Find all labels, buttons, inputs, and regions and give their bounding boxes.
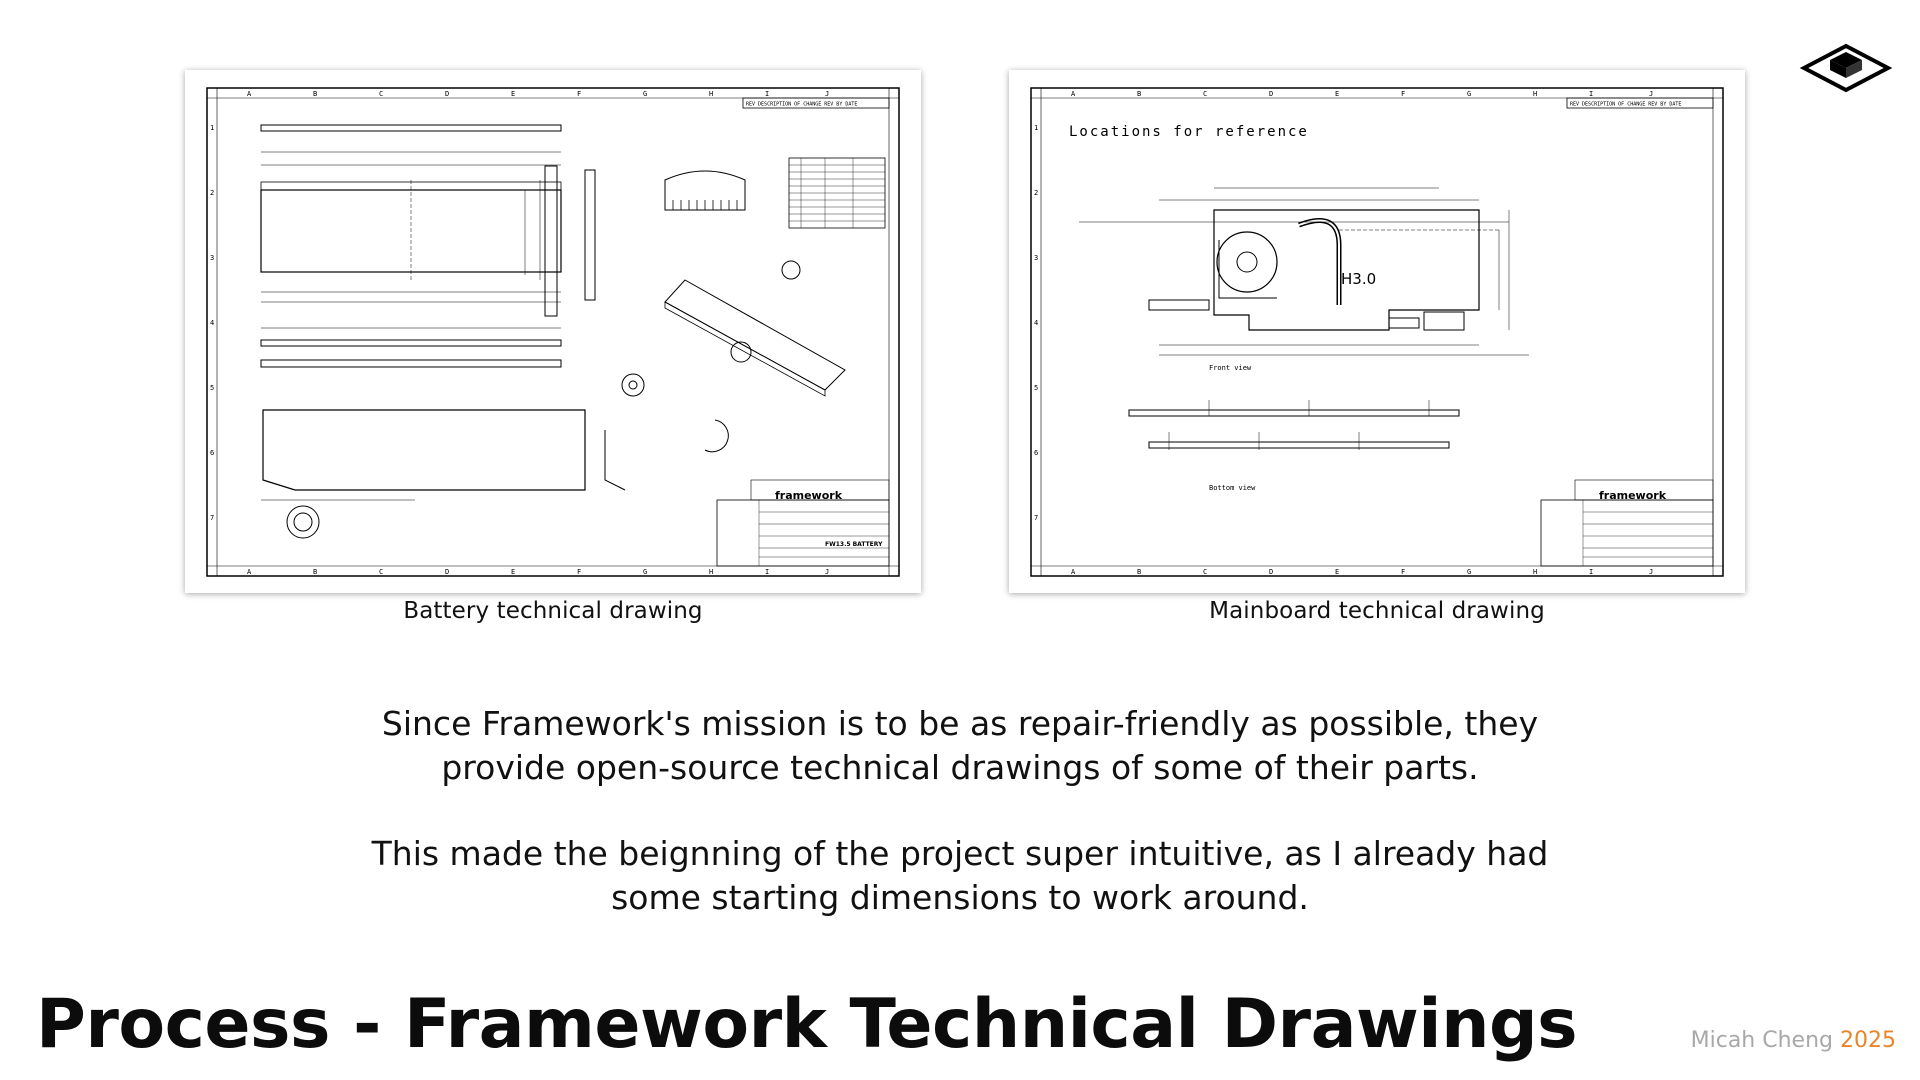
- svg-text:3: 3: [1034, 254, 1038, 262]
- svg-text:Bottom view: Bottom view: [1209, 484, 1256, 492]
- svg-text:D: D: [1269, 568, 1273, 576]
- slide-title: Process - Framework Technical Drawings: [36, 985, 1578, 1064]
- battery-drawing-caption: Battery technical drawing: [403, 598, 703, 624]
- mainboard-drawing-svg: A B C D E F G H I J A B C D E F G H I J 1 2 3 4 5 6 7 REV DESCRI…: [1030, 87, 1724, 577]
- svg-text:E: E: [1335, 90, 1339, 98]
- svg-text:C: C: [1203, 90, 1207, 98]
- mainboard-drawing-image: A B C D E F G H I J A B C D E F G H I J 1 2 3 4 5 6 7 REV DESCRI…: [1009, 70, 1745, 593]
- svg-text:A: A: [247, 568, 252, 576]
- svg-text:C: C: [1203, 568, 1207, 576]
- svg-text:H: H: [709, 90, 713, 98]
- svg-text:I: I: [1589, 568, 1593, 576]
- svg-text:C: C: [379, 568, 383, 576]
- svg-text:C: C: [379, 90, 383, 98]
- svg-text:D: D: [1269, 90, 1273, 98]
- svg-text:framework: framework: [1599, 489, 1667, 502]
- svg-text:6: 6: [210, 449, 214, 457]
- svg-text:D: D: [445, 568, 449, 576]
- mainboard-drawing-caption: Mainboard technical drawing: [1209, 598, 1545, 624]
- svg-text:H3.0: H3.0: [1341, 270, 1376, 288]
- svg-text:H: H: [1533, 568, 1537, 576]
- svg-text:4: 4: [210, 319, 214, 327]
- svg-text:J: J: [1649, 568, 1653, 576]
- body-text: Since Framework's mission is to be as re…: [360, 702, 1560, 962]
- svg-text:I: I: [765, 568, 769, 576]
- box-logo-icon: [1799, 43, 1893, 93]
- svg-text:framework: framework: [775, 489, 843, 502]
- svg-text:F: F: [1401, 568, 1405, 576]
- svg-text:7: 7: [210, 514, 214, 522]
- svg-text:FW13.5 BATTERY: FW13.5 BATTERY: [825, 541, 883, 548]
- battery-drawing-image: A B C D E F G H I J A B C D E F G H I J 1 2 3 4 5 6 7 REV DESCRI…: [185, 70, 921, 593]
- svg-text:D: D: [445, 90, 449, 98]
- svg-text:A: A: [1071, 90, 1076, 98]
- svg-text:5: 5: [1034, 384, 1038, 392]
- svg-text:7: 7: [1034, 514, 1038, 522]
- svg-text:4: 4: [1034, 319, 1038, 327]
- svg-text:3: 3: [210, 254, 214, 262]
- svg-text:I: I: [1589, 90, 1593, 98]
- footer-credit: Micah Cheng 2025: [1691, 1028, 1896, 1053]
- svg-text:6: 6: [1034, 449, 1038, 457]
- svg-text:I: I: [765, 90, 769, 98]
- svg-text:H: H: [709, 568, 713, 576]
- svg-text:1: 1: [1034, 124, 1038, 132]
- svg-text:B: B: [313, 90, 317, 98]
- svg-text:J: J: [1649, 90, 1653, 98]
- svg-text:2: 2: [210, 189, 214, 197]
- svg-text:J: J: [825, 568, 829, 576]
- svg-text:F: F: [577, 568, 581, 576]
- svg-text:A: A: [247, 90, 252, 98]
- svg-text:REV DESCRIPTION OF CHANGE RE: REV DESCRIPTION OF CHANGE REV BY DATE: [746, 102, 857, 108]
- svg-text:F: F: [577, 90, 581, 98]
- footer-author: Micah Cheng: [1690, 1028, 1833, 1053]
- svg-text:G: G: [643, 90, 647, 98]
- footer-year: 2025: [1840, 1028, 1896, 1053]
- svg-text:G: G: [643, 568, 647, 576]
- svg-text:G: G: [1467, 568, 1471, 576]
- svg-text:B: B: [1137, 90, 1141, 98]
- svg-text:A: A: [1071, 568, 1076, 576]
- svg-text:REV DESCRIPTION OF CHANGE RE: REV DESCRIPTION OF CHANGE REV BY DATE: [1570, 102, 1681, 108]
- battery-drawing-svg: A B C D E F G H I J A B C D E F G H I J 1 2 3 4 5 6 7 REV DESCRI…: [206, 87, 900, 577]
- svg-text:H: H: [1533, 90, 1537, 98]
- body-paragraph-1: Since Framework's mission is to be as re…: [381, 704, 1539, 787]
- svg-text:Front view: Front view: [1209, 364, 1252, 372]
- svg-text:2: 2: [1034, 189, 1038, 197]
- svg-text:Locations for reference: Locations for reference: [1069, 124, 1309, 140]
- svg-text:1: 1: [210, 124, 214, 132]
- svg-text:E: E: [1335, 568, 1339, 576]
- svg-text:F: F: [1401, 90, 1405, 98]
- svg-text:G: G: [1467, 90, 1471, 98]
- svg-text:J: J: [825, 90, 829, 98]
- svg-text:5: 5: [210, 384, 214, 392]
- svg-text:B: B: [1137, 568, 1141, 576]
- svg-text:E: E: [511, 568, 515, 576]
- svg-text:B: B: [313, 568, 317, 576]
- body-paragraph-2: This made the beignning of the project s…: [371, 834, 1549, 917]
- svg-text:E: E: [511, 90, 515, 98]
